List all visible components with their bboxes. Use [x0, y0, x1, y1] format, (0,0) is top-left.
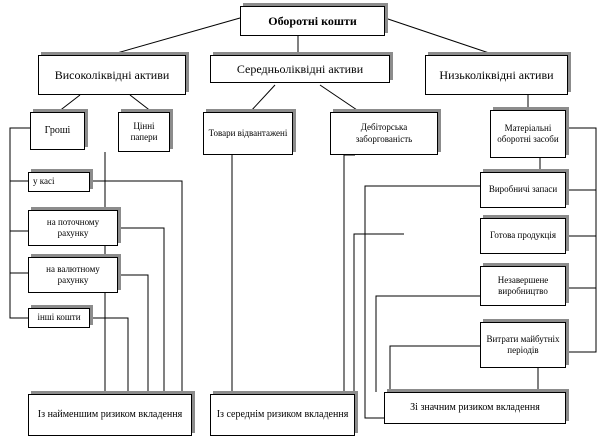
production-stocks-label: Виробничі запаси — [488, 184, 558, 195]
material-assets-box: Матеріальні оборотні засоби — [490, 110, 566, 158]
medium-risk-label: Із середнім ризиком вкладення — [216, 408, 349, 420]
high-liquidity-label: Високоліквідні активи — [54, 67, 170, 82]
production-stocks-box: Виробничі запаси — [480, 172, 566, 208]
receivables-label: Дебіторська заборгованість — [355, 122, 413, 144]
future-expenses-label: Витрати майбутніх періодів — [486, 333, 560, 355]
medium-risk-box: Із середнім ризиком вкладення — [210, 394, 355, 436]
high-liquidity-group: Високоліквідні активи — [38, 55, 186, 95]
currency-account-label: на валютному рахунку — [46, 263, 100, 285]
root-label: Оборотні кошти — [268, 13, 357, 28]
receivables-box: Дебіторська заборгованість — [330, 112, 438, 155]
current-account-label: на поточному рахунку — [46, 216, 100, 238]
low-liquidity-group: Низьколіквідні активи — [425, 55, 568, 95]
securities-label: Цінні папери — [130, 120, 158, 142]
cash-desk-label: у касі — [33, 176, 55, 187]
work-in-progress-box: Незавершене виробництво — [480, 266, 566, 306]
medium-liquidity-label: Середньоліквідні активи — [236, 61, 364, 76]
medium-liquidity-group: Середньоліквідні активи — [210, 55, 390, 83]
finished-goods-box: Готова продукція — [480, 218, 566, 254]
low-liquidity-label: Низьколіквідні активи — [439, 67, 554, 82]
securities-box: Цінні папери — [118, 112, 170, 152]
finished-goods-label: Готова продукція — [490, 230, 556, 241]
significant-risk-label: Зі значним ризиком вкладення — [410, 401, 540, 413]
money-label: Гроші — [44, 124, 71, 136]
currency-account-box: на валютному рахунку — [28, 257, 118, 293]
goods-shipped-label: Товари відвантажені — [208, 127, 288, 138]
work-in-progress-label: Незавершене виробництво — [497, 274, 549, 296]
material-assets-label: Матеріальні оборотні засоби — [497, 122, 559, 144]
goods-shipped-box: Товари відвантажені — [203, 112, 293, 155]
significant-risk-box: Зі значним ризиком вкладення — [384, 392, 566, 424]
other-funds-box: інші кошти — [28, 308, 90, 328]
lowest-risk-box: Із найменшим ризиком вкладення — [28, 394, 192, 436]
root-box: Оборотні кошти — [240, 6, 385, 36]
future-expenses-box: Витрати майбутніх періодів — [480, 322, 566, 368]
current-account-box: на поточному рахунку — [28, 210, 118, 246]
other-funds-label: інші кошти — [37, 312, 81, 323]
lowest-risk-label: Із найменшим ризиком вкладення — [37, 408, 183, 420]
cash-desk-box: у касі — [28, 172, 90, 192]
money-box: Гроші — [30, 112, 85, 150]
